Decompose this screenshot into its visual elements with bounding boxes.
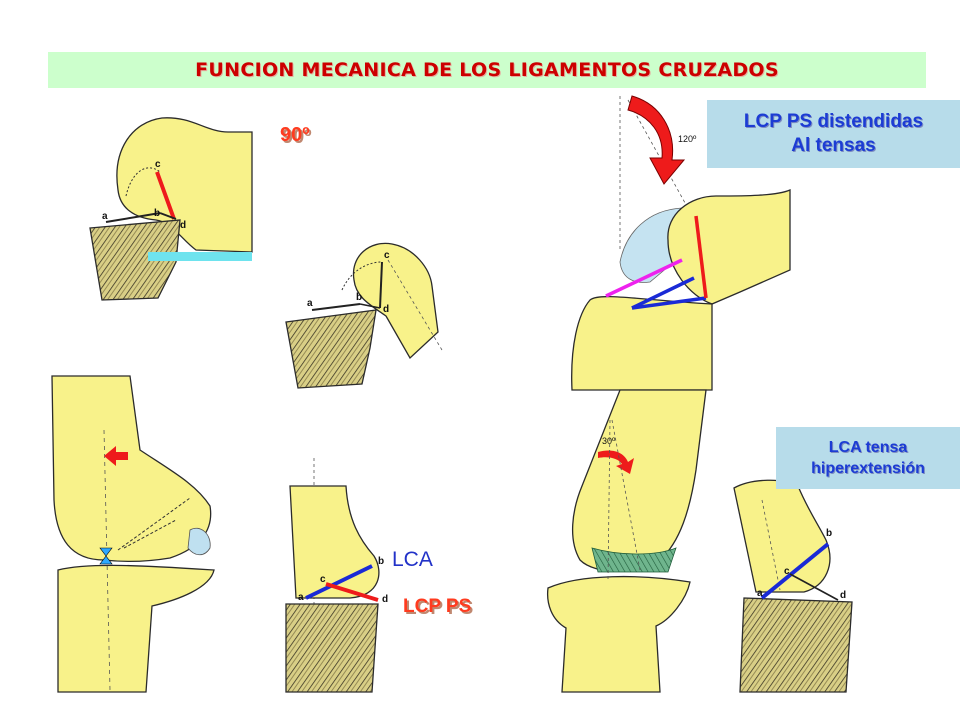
meniscus-shape bbox=[187, 527, 211, 556]
flexion-info-line-2: Al tensas bbox=[791, 135, 876, 156]
tibia-shape bbox=[546, 575, 691, 693]
point-label-a: a bbox=[307, 298, 313, 309]
ligament-bd bbox=[159, 212, 177, 220]
femur-shape bbox=[571, 389, 707, 572]
point-label-b: b bbox=[356, 292, 362, 303]
ligament-lca bbox=[305, 564, 373, 600]
title-bar: FUNCION MECANICA DE LOS LIGAMENTOS CRUZA… bbox=[48, 52, 926, 88]
point-label-a: a bbox=[102, 211, 108, 222]
ligament-blue bbox=[631, 276, 695, 310]
knee-panel-5 bbox=[285, 458, 380, 693]
knee-panel-7 bbox=[733, 479, 853, 693]
tibia-shape bbox=[739, 597, 853, 693]
page-title: FUNCION MECANICA DE LOS LIGAMENTOS CRUZA… bbox=[195, 59, 779, 81]
tibia-shape bbox=[571, 295, 713, 391]
point-label-c: c bbox=[155, 159, 161, 170]
ligament-red-cd bbox=[155, 171, 176, 220]
point-label-c: c bbox=[320, 574, 326, 585]
ligament-bd bbox=[359, 303, 381, 309]
ligament-lcp bbox=[325, 582, 379, 602]
point-label-d: d bbox=[383, 304, 389, 315]
femur-shape bbox=[51, 375, 212, 562]
ligament-red bbox=[694, 215, 708, 299]
rotation-arrow bbox=[627, 95, 686, 185]
cyan-marker-bar bbox=[148, 252, 252, 261]
direction-arrow bbox=[104, 446, 128, 466]
ligament-ab bbox=[311, 303, 361, 311]
femur-shape bbox=[289, 485, 380, 599]
hyperextension-info-line-2: hiperextensión bbox=[811, 460, 925, 477]
femur-shape bbox=[667, 189, 791, 305]
point-label-c: c bbox=[784, 566, 790, 577]
femur-shape bbox=[116, 117, 253, 253]
knee-panel-6 bbox=[546, 389, 707, 693]
ligament-blue bbox=[631, 296, 707, 310]
angle-label-120: 120º bbox=[678, 134, 697, 144]
knee-panel-2 bbox=[285, 242, 443, 389]
ligament-magenta bbox=[605, 258, 683, 298]
hyperextension-info-box: LCA tensa hiperextensión bbox=[776, 427, 960, 489]
flexion-info-line-1: LCP PS distendidas bbox=[743, 111, 924, 132]
lcp-ps-label: LCP PS bbox=[403, 596, 472, 617]
point-label-a: a bbox=[757, 588, 763, 599]
femur-shape bbox=[733, 479, 831, 593]
point-label-d: d bbox=[840, 590, 846, 601]
point-label-c: c bbox=[384, 250, 390, 261]
arc-path bbox=[341, 261, 383, 291]
point-label-d: d bbox=[180, 220, 186, 231]
rotation-arrow bbox=[598, 450, 634, 474]
point-labels: a b c d a b c d a b c d a b c d bbox=[102, 159, 846, 605]
knee-panel-1 bbox=[89, 117, 253, 301]
point-label-d: d bbox=[382, 594, 388, 605]
ligament-cd bbox=[379, 261, 383, 309]
femur-shape bbox=[352, 242, 439, 360]
angle-label-30: 30º bbox=[602, 436, 616, 446]
point-label-a: a bbox=[298, 592, 304, 603]
hyperextension-info-line-1: LCA tensa bbox=[828, 439, 908, 456]
tibia-shape bbox=[285, 603, 379, 693]
ligament-lca bbox=[760, 542, 830, 600]
ligament-ab bbox=[105, 212, 161, 223]
tibia-shape bbox=[89, 219, 181, 301]
tibia-shape bbox=[285, 309, 377, 389]
knee-panel-3 bbox=[571, 95, 791, 391]
point-label-b: b bbox=[154, 208, 160, 219]
lca-label: LCA bbox=[392, 548, 433, 571]
flexion-info-box: LCP PS distendidas Al tensas bbox=[707, 100, 960, 168]
cartilage-shape bbox=[591, 547, 677, 573]
bone-axis bbox=[607, 419, 611, 581]
tibia-shape bbox=[57, 564, 215, 693]
bone-axis bbox=[611, 419, 641, 571]
knee-panel-4 bbox=[51, 375, 215, 693]
ligament-cd bbox=[789, 573, 839, 601]
angle-label-90: 90º bbox=[280, 124, 310, 146]
hourglass-marker bbox=[99, 547, 113, 565]
point-label-b: b bbox=[378, 556, 384, 567]
point-label-b: b bbox=[826, 528, 832, 539]
